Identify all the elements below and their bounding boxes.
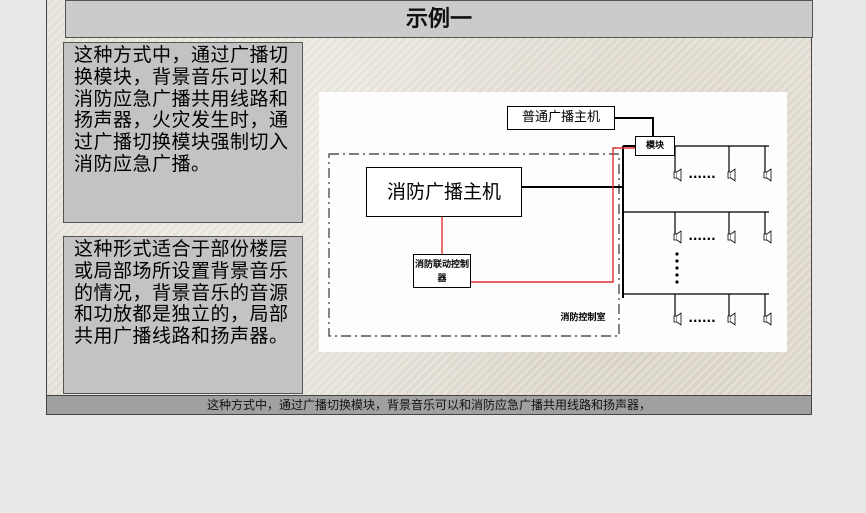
switch-module: 模块 [635, 136, 675, 156]
speaker-icon [673, 230, 682, 244]
speaker-ellipsis: ······ [688, 170, 715, 184]
fire-broadcast-host: 消防广播主机 [366, 167, 522, 217]
slide-title: 示例一 [65, 0, 813, 38]
speaker-icon [763, 312, 772, 326]
speaker-icon [727, 230, 736, 244]
speaker-icon [673, 168, 682, 182]
fire-control-room-label: 消防控制室 [560, 313, 606, 323]
speaker-icon [673, 312, 682, 326]
speaker-ellipsis: ······ [688, 314, 715, 328]
speaker-icon [727, 168, 736, 182]
fire-linkage-controller: 消防联动控制器 [413, 254, 471, 288]
line-normal-host-to-module [615, 117, 654, 136]
slide: 示例一 这种方式中，通过广播切换模块，背景音乐可以和消防应急广播共用线路和扬声器… [46, 0, 813, 415]
vertical-ellipsis [675, 252, 679, 284]
normal-broadcast-host: 普通广播主机 [507, 106, 615, 130]
diagram-lines: ······ ······ ······ [328, 117, 772, 337]
speaker-icon [763, 230, 772, 244]
speaker-icon [763, 168, 772, 182]
caption-bar: 这种方式中，通过广播切换模块，背景音乐可以和消防应急广播共用线路和扬声器， [47, 395, 811, 415]
text-box-application: 这种形式适合于部份楼层或局部场所设置背景音乐的情况，背景音乐的音源和功放都是独立… [63, 236, 303, 394]
broadcast-system-diagram: ······ ······ ······ 普通广播主机 消防广播主机 模块 消防… [319, 92, 787, 352]
speaker-ellipsis: ······ [688, 232, 715, 246]
control-room-boundary [328, 153, 620, 337]
red-line-linkage-to-module [471, 147, 635, 283]
text-box-description: 这种方式中，通过广播切换模块，背景音乐可以和消防应急广播共用线路和扬声器，火灾发… [63, 42, 303, 223]
speaker-icon [727, 312, 736, 326]
